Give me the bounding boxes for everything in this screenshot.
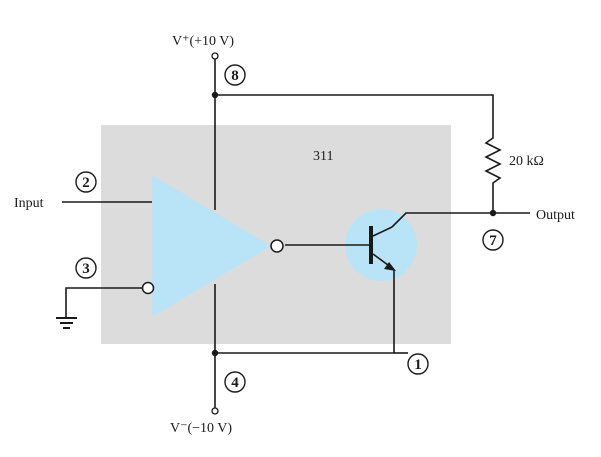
- transistor-body: [345, 209, 417, 281]
- svg-text:8: 8: [231, 68, 239, 84]
- input-label: Input: [14, 196, 44, 211]
- svg-text:3: 3: [82, 261, 90, 277]
- chip-label: 311: [313, 149, 333, 164]
- svg-text:1: 1: [414, 357, 422, 373]
- pullup-resistor: [484, 132, 502, 190]
- ground-input-bubble: [141, 281, 155, 295]
- pin-8: 8: [224, 64, 246, 86]
- comparator-triangle: [152, 175, 271, 317]
- transistor-collector: [372, 226, 393, 237]
- emitter-arrow: [384, 262, 396, 271]
- pin-3: 3: [75, 257, 97, 279]
- ground-icon: [56, 317, 77, 329]
- pin-2: 2: [75, 171, 97, 193]
- svg-text:4: 4: [231, 375, 239, 391]
- svg-text:7: 7: [489, 233, 497, 249]
- pin-7: 7: [482, 229, 504, 251]
- vminus-label: V⁻(−10 V): [170, 421, 232, 436]
- ground-wire: [65, 287, 142, 318]
- vplus-terminal: [211, 52, 219, 60]
- output-label: Output: [536, 208, 575, 223]
- pin-4: 4: [224, 371, 246, 393]
- svg-text:2: 2: [82, 175, 90, 191]
- vminus-terminal: [211, 407, 219, 415]
- comparator-output-bubble: [270, 239, 284, 253]
- vplus-label: V⁺(+10 V): [172, 34, 234, 49]
- pullup-wire: [215, 94, 494, 132]
- pin-1: 1: [407, 353, 429, 375]
- collector-wire: [391, 212, 493, 228]
- resistor-label: 20 kΩ: [509, 154, 544, 169]
